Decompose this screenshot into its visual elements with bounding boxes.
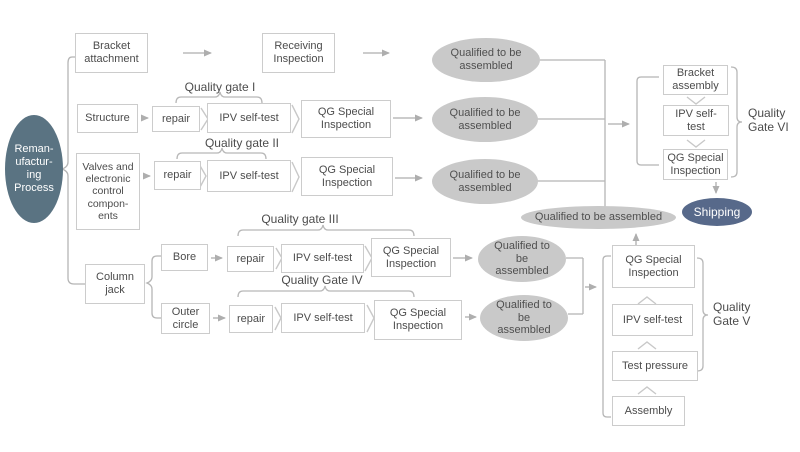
node-ipv-gate5: IPV self-test: [612, 304, 693, 336]
column-jack-label: Column jack: [96, 271, 134, 296]
qualified-ellipse-2: Qualified to be assembled: [432, 97, 538, 142]
node-repair-structure: repair: [152, 106, 200, 132]
qualified-label: Qualified to be assembled: [496, 298, 552, 337]
node-assembly: Assembly: [612, 396, 685, 426]
repair-label: repair: [163, 169, 192, 182]
node-qg-structure: QG Special Inspection: [301, 100, 391, 138]
quality-gate-4-text: Quality Gate IV: [281, 273, 363, 287]
node-ipv-gate6: IPV self-test: [663, 105, 729, 136]
qg-label: QG Special Inspection: [389, 307, 447, 332]
qualified-ellipse-3: Qualified to be assembled: [432, 159, 538, 204]
ipv-label: IPV self-test: [219, 111, 279, 124]
repair-label: repair: [236, 252, 265, 265]
ipv-label: IPV self-test: [292, 252, 353, 265]
node-structure: Structure: [77, 104, 138, 133]
node-qg-valves: QG Special Inspection: [301, 157, 393, 196]
node-ipv-valves: IPV self-test: [207, 160, 291, 192]
outer-circle-label: Outer circle: [171, 305, 200, 331]
quality-gate-6-text: Quality Gate VI: [748, 106, 789, 134]
label-quality-gate-5: Quality Gate V: [713, 300, 759, 329]
node-bracket-attachment: Bracket attachment: [75, 33, 148, 73]
quality-gate-2-text: Quality gate II: [204, 136, 280, 150]
node-qg-gate5: QG Special Inspection: [612, 245, 695, 288]
shipping-ellipse: Shipping: [682, 198, 752, 226]
label-quality-gate-6: Quality Gate VI: [748, 106, 796, 135]
ipv-label: IPV self-test: [675, 107, 717, 133]
label-quality-gate-4: Quality Gate IV: [272, 273, 372, 288]
receiving-inspection-label: Receiving Inspection: [273, 40, 324, 65]
label-quality-gate-1: Quality gate I: [175, 80, 265, 95]
node-ipv-structure: IPV self-test: [207, 103, 291, 133]
label-quality-gate-2: Quality gate II: [197, 136, 287, 151]
bracket-attachment-label: Bracket attachment: [84, 40, 139, 65]
qg-label: QG Special Inspection: [317, 106, 375, 131]
bracket-assembly-label: Bracket assembly: [672, 67, 719, 92]
node-bore: Bore: [161, 244, 208, 271]
node-column-jack: Column jack: [85, 264, 145, 304]
qualified-ellipse-1: Qualified to be assembled: [432, 38, 540, 82]
qualified-ellipse-4: Qualified to be assembled: [478, 236, 566, 282]
qualified-label: Qualified to be assembled: [449, 106, 521, 132]
qg-label: QG Special Inspection: [318, 163, 376, 189]
node-ipv-outer: IPV self-test: [281, 303, 365, 333]
node-bracket-assembly: Bracket assembly: [663, 65, 728, 95]
node-receiving-inspection: Receiving Inspection: [262, 33, 335, 73]
label-quality-gate-3: Quality gate III: [250, 212, 350, 227]
shipping-label: Shipping: [693, 204, 741, 219]
node-repair-bore: repair: [227, 246, 274, 272]
gate-braces: [175, 91, 415, 298]
stack-brackets: [602, 76, 659, 418]
right-braces: [696, 66, 743, 372]
ipv-label: IPV self-test: [219, 169, 279, 182]
qg-label: QG Special Inspection: [382, 244, 440, 270]
qg-label: QG Special Inspection: [667, 151, 724, 177]
node-qg-gate6: QG Special Inspection: [663, 149, 728, 180]
qualified-label: Qualified to be assembled: [534, 211, 663, 224]
collector-lines: [537, 59, 606, 315]
qualified-label: Qualified to be assembled: [494, 239, 550, 278]
node-ipv-bore: IPV self-test: [281, 244, 364, 273]
repair-label: repair: [161, 112, 191, 125]
ipv-label: IPV self-test: [293, 311, 353, 324]
assembly-label: Assembly: [624, 404, 673, 417]
node-repair-valves: repair: [154, 161, 201, 190]
arrows: [141, 49, 720, 322]
node-repair-outer: repair: [229, 305, 273, 333]
remanufacturing-process-ellipse: Reman-ufactur-ing Process: [5, 115, 63, 223]
test-pressure-label: Test pressure: [621, 359, 689, 372]
valves-label: Valves and electronic control compon-ent…: [82, 160, 134, 223]
quality-gate-1-text: Quality gate I: [184, 80, 256, 94]
qualified-ellipse-final: Qualified to be assembled: [521, 206, 676, 229]
quality-gate-5-text: Quality Gate V: [713, 300, 751, 328]
node-test-pressure: Test pressure: [612, 351, 698, 381]
ipv-label: IPV self-test: [622, 313, 683, 326]
node-outer-circle: Outer circle: [161, 303, 210, 334]
remanufacturing-process-label: Reman-ufactur-ing Process: [14, 143, 54, 194]
qualified-ellipse-5: Qualified to be assembled: [480, 295, 568, 341]
repair-label: repair: [236, 312, 266, 325]
node-valves: Valves and electronic control compon-ent…: [76, 153, 140, 230]
node-qg-outer: QG Special Inspection: [374, 300, 462, 340]
qualified-label: Qualified to be assembled: [450, 47, 522, 72]
node-qg-bore: QG Special Inspection: [371, 238, 451, 277]
qg-label: QG Special Inspection: [625, 253, 682, 279]
quality-gate-3-text: Quality gate III: [261, 212, 339, 226]
bore-label: Bore: [172, 251, 197, 264]
structure-label: Structure: [85, 112, 130, 125]
qualified-label: Qualified to be assembled: [449, 168, 521, 194]
